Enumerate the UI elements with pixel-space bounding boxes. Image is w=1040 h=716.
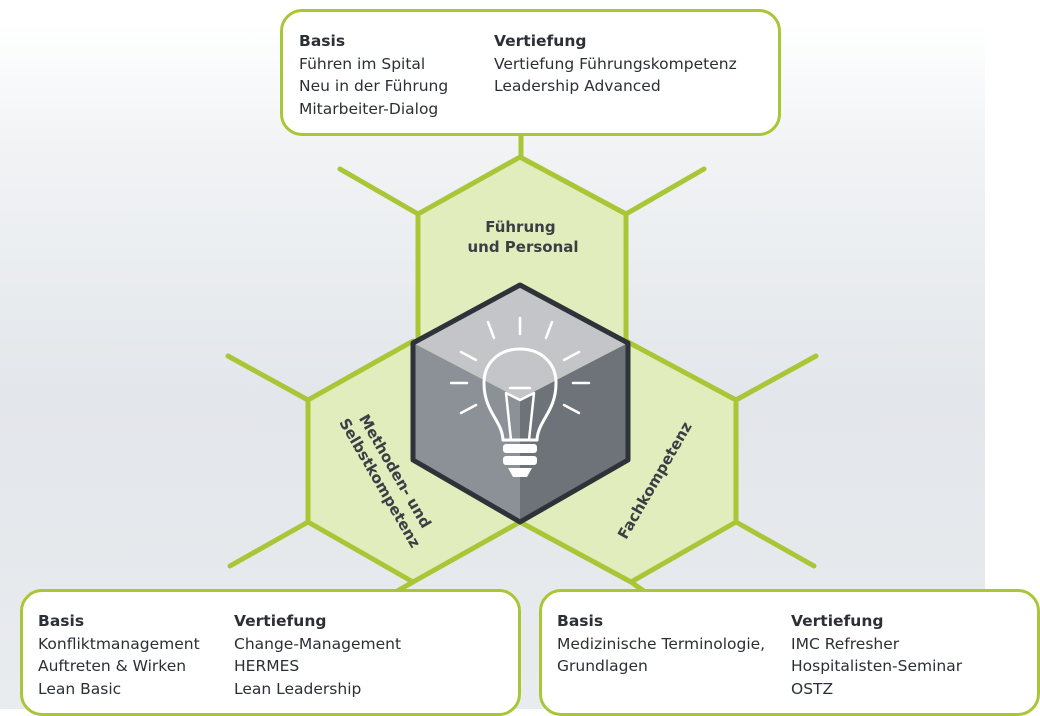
card-top-basis-title: Basis bbox=[299, 32, 346, 50]
cube-top-face bbox=[413, 285, 628, 399]
card-top-basis-column: Basis Führen im Spital Neu in der Führun… bbox=[299, 30, 448, 120]
course-item[interactable]: Vertiefung Führungskompetenz bbox=[494, 54, 737, 73]
hex-label-fuehrung-line1: Führung bbox=[485, 218, 555, 236]
card-bottom-right-basis-title: Basis bbox=[557, 612, 604, 630]
course-item[interactable]: Neu in der Führung bbox=[299, 77, 449, 95]
card-bottom-right-basis-column: Basis Medizinische Terminologie, Grundla… bbox=[557, 610, 765, 678]
card-bottom-left-vertiefung-title: Vertiefung bbox=[234, 612, 327, 630]
spoke-left-upper bbox=[225, 353, 311, 403]
course-item[interactable]: Lean Basic bbox=[38, 679, 122, 698]
course-item[interactable]: Auftreten & Wirken bbox=[38, 657, 187, 675]
spoke-top-right bbox=[623, 166, 707, 217]
course-item[interactable]: Change-Management bbox=[234, 634, 402, 653]
center-cube bbox=[410, 282, 631, 525]
hex-label-fuehrung: Führung und Personal bbox=[467, 218, 578, 256]
card-fuehrung-personal: Basis Führen im Spital Neu in der Führun… bbox=[280, 9, 781, 136]
card-methoden-selbstkompetenz: Basis Konfliktmanagement Auftreten & Wir… bbox=[20, 589, 521, 716]
course-item[interactable]: Lean Leadership bbox=[234, 679, 362, 698]
card-fachkompetenz: Basis Medizinische Terminologie, Grundla… bbox=[539, 589, 1040, 716]
card-bottom-right-vertiefung-title: Vertiefung bbox=[791, 612, 884, 630]
cube-outline bbox=[410, 282, 631, 525]
card-top-vertiefung-title: Vertiefung bbox=[494, 32, 587, 50]
course-item[interactable]: Konfliktmanagement bbox=[38, 634, 200, 653]
spoke-left-lower bbox=[227, 519, 311, 569]
hex-label-fuehrung-line2: und Personal bbox=[467, 238, 578, 256]
cube-left-face bbox=[413, 343, 520, 522]
card-top-vertiefung-column: Vertiefung Vertiefung Führungskompetenz … bbox=[494, 30, 737, 98]
course-item[interactable]: Hospitalisten-Seminar bbox=[791, 657, 963, 675]
course-item[interactable]: Medizinische Terminologie, bbox=[557, 634, 766, 653]
course-item[interactable]: HERMES bbox=[234, 657, 300, 675]
card-bottom-left-basis-title: Basis bbox=[38, 612, 85, 630]
course-item[interactable]: IMC Refresher bbox=[791, 634, 900, 653]
cube-right-face bbox=[520, 343, 628, 522]
spoke-right-lower bbox=[733, 519, 817, 569]
course-item[interactable]: OSTZ bbox=[791, 679, 834, 698]
card-bottom-right-vertiefung-column: Vertiefung IMC Refresher Hospitalisten-S… bbox=[791, 610, 962, 700]
course-item[interactable]: Leadership Advanced bbox=[494, 77, 661, 95]
spoke-top-left bbox=[337, 166, 421, 217]
card-bottom-left-basis-column: Basis Konfliktmanagement Auftreten & Wir… bbox=[38, 610, 200, 700]
course-item[interactable]: Mitarbeiter-Dialog bbox=[299, 99, 439, 118]
card-bottom-left-vertiefung-column: Vertiefung Change-Management HERMES Lean… bbox=[234, 610, 401, 700]
course-item[interactable]: Grundlagen bbox=[557, 657, 648, 675]
spoke-right-upper bbox=[733, 353, 819, 403]
lightbulb-icon bbox=[449, 316, 591, 477]
course-item[interactable]: Führen im Spital bbox=[299, 54, 426, 73]
